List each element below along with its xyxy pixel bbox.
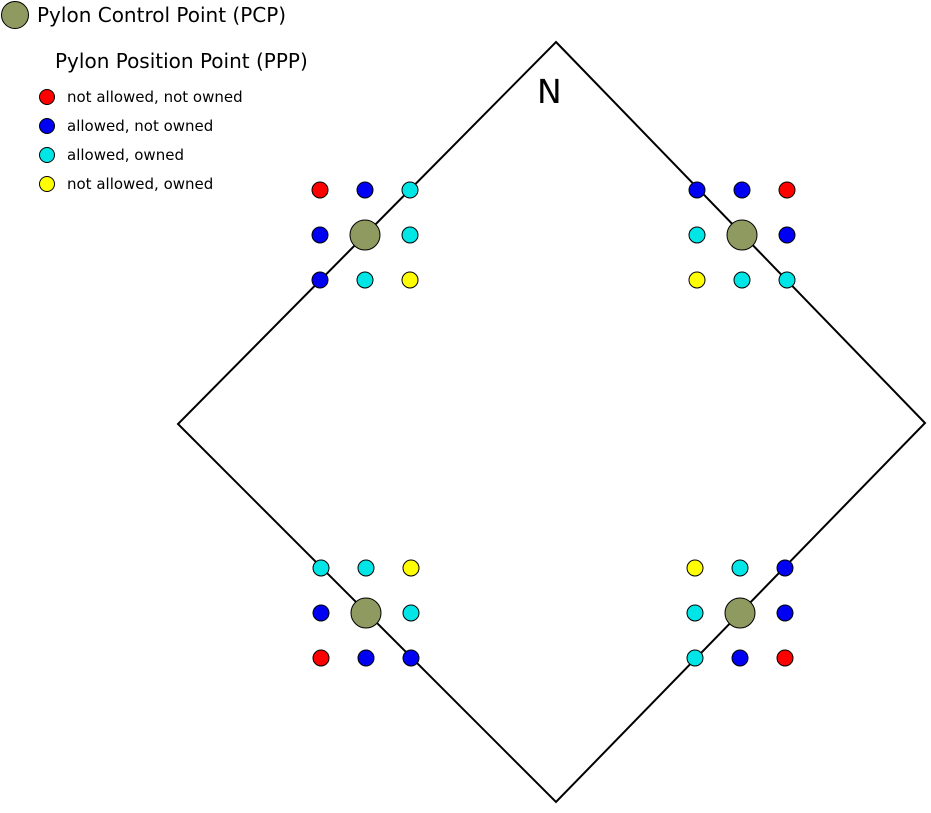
pcp-swatch-icon (1, 1, 29, 29)
ppp-dot-south-east-r2c1-blue (731, 649, 749, 667)
ppp-dot-south-west-r2c1-blue (357, 649, 375, 667)
ppp-dot-south-west-r2c2-blue (402, 649, 420, 667)
pcp-circle-north-west (349, 219, 381, 251)
ppp-dot-south-east-r1c2-blue (776, 604, 794, 622)
ppp-dot-north-east-r2c2-cyan (778, 271, 796, 289)
legend-item-label: allowed, not owned (67, 117, 214, 135)
ppp-dot-north-east-r0c1-blue (733, 181, 751, 199)
ppp-dot-south-west-r1c2-cyan (402, 604, 420, 622)
red-dot-icon (39, 89, 55, 105)
ppp-dot-north-west-r0c2-cyan (401, 181, 419, 199)
ppp-dot-south-east-r1c0-cyan (686, 604, 704, 622)
ppp-dot-north-east-r0c2-red (778, 181, 796, 199)
blue-dot-icon (39, 118, 55, 134)
ppp-dot-north-west-r1c2-cyan (401, 226, 419, 244)
ppp-dot-north-west-r2c2-yellow (401, 271, 419, 289)
legend-item-blue: allowed, not owned (39, 117, 308, 135)
ppp-legend-title: Pylon Position Point (PPP) (55, 49, 308, 73)
pcp-legend-label: Pylon Control Point (PCP) (37, 2, 287, 27)
ppp-dot-south-east-r0c1-cyan (731, 559, 749, 577)
ppp-dot-south-west-r0c2-yellow (402, 559, 420, 577)
legend-pcp-entry: Pylon Control Point (PCP) (0, 0, 308, 29)
legend-item-label: not allowed, not owned (67, 88, 243, 106)
flight-area-diamond (176, 40, 927, 804)
ppp-dot-north-east-r2c0-yellow (688, 271, 706, 289)
ppp-dot-south-east-r0c2-blue (776, 559, 794, 577)
ppp-dot-north-east-r0c0-blue (688, 181, 706, 199)
ppp-dot-south-east-r2c0-cyan (686, 649, 704, 667)
ppp-dot-north-west-r0c0-red (311, 181, 329, 199)
ppp-dot-north-east-r1c0-cyan (688, 226, 706, 244)
north-indicator: N (537, 72, 562, 111)
ppp-dot-north-west-r2c0-blue (311, 271, 329, 289)
legend-item-label: not allowed, owned (67, 175, 214, 193)
pcp-circle-north-east (726, 219, 758, 251)
pcp-circle-south-west (350, 597, 382, 629)
yellow-dot-icon (39, 176, 55, 192)
ppp-dot-north-east-r1c2-blue (778, 226, 796, 244)
legend-item-cyan: allowed, owned (39, 146, 308, 164)
ppp-dot-south-west-r0c0-cyan (312, 559, 330, 577)
cyan-dot-icon (39, 147, 55, 163)
ppp-dot-south-east-r0c0-yellow (686, 559, 704, 577)
legend-items: not allowed, not owned allowed, not owned… (0, 88, 308, 193)
pcp-circle-south-east (724, 597, 756, 629)
ppp-dot-south-east-r2c2-red (776, 649, 794, 667)
ppp-dot-south-west-r2c0-red (312, 649, 330, 667)
ppp-dot-north-west-r1c0-blue (311, 226, 329, 244)
ppp-dot-north-west-r0c1-blue (356, 181, 374, 199)
ppp-dot-north-west-r2c1-cyan (356, 271, 374, 289)
ppp-dot-north-east-r2c1-cyan (733, 271, 751, 289)
legend: Pylon Control Point (PCP) Pylon Position… (0, 0, 308, 204)
legend-item-red: not allowed, not owned (39, 88, 308, 106)
legend-item-yellow: not allowed, owned (39, 175, 308, 193)
ppp-dot-south-west-r1c0-blue (312, 604, 330, 622)
legend-item-label: allowed, owned (67, 146, 184, 164)
ppp-dot-south-west-r0c1-cyan (357, 559, 375, 577)
